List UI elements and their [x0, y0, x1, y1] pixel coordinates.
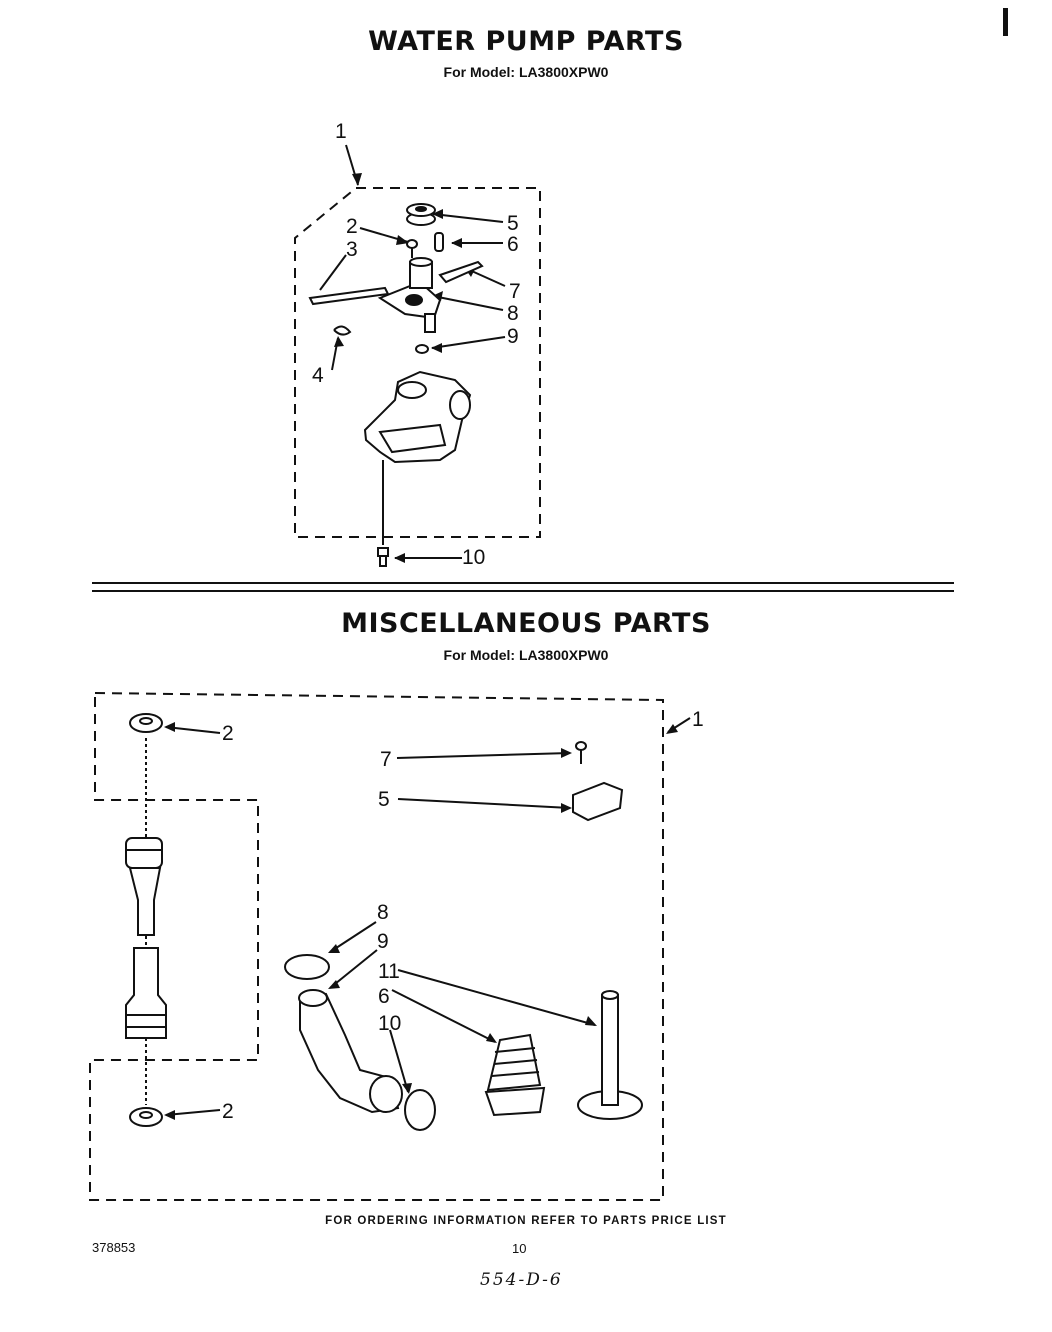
- hose-part-9: [298, 989, 403, 1114]
- misc-callout-8: 8: [377, 901, 389, 924]
- callout-7: 7: [509, 280, 521, 303]
- clip-part-4: [333, 325, 352, 336]
- washer-part-2-top: [129, 713, 163, 733]
- section-divider-second: [92, 590, 954, 592]
- water-pump-enclosure: [294, 187, 541, 538]
- callout-6: 6: [507, 233, 519, 256]
- bracket-part-5: [572, 781, 624, 822]
- arm-part-3: [308, 286, 390, 306]
- bracket-part-8: [377, 257, 442, 333]
- callout-3: 3: [346, 238, 358, 261]
- misc-callout-7: 7: [380, 748, 392, 771]
- page-number: 10: [512, 1241, 527, 1256]
- fitting-part-6: [484, 1033, 546, 1117]
- callout-8: 8: [507, 302, 519, 325]
- misc-diagram: 1 2 2 5 6 7 8 9 10 11: [89, 691, 704, 1201]
- screw-part-7: [575, 741, 587, 764]
- washer-part-2-bottom: [129, 1107, 163, 1127]
- corner-mark: [1003, 8, 1008, 36]
- callout-5: 5: [507, 212, 519, 235]
- misc-callout-6: 6: [378, 985, 390, 1008]
- misc-subtitle: For Model: LA3800XPW0: [443, 647, 609, 663]
- misc-enclosure: [89, 691, 664, 1201]
- strap-part-7: [438, 260, 484, 284]
- pulley-part-5: [406, 203, 436, 226]
- section-divider: [92, 582, 954, 584]
- stand-part-11: [577, 990, 643, 1120]
- screw-part-10: [377, 547, 389, 567]
- water-pump-subtitle: For Model: LA3800XPW0: [443, 64, 609, 80]
- callout-10: 10: [462, 546, 485, 569]
- misc-callout-2-bottom: 2: [222, 1100, 234, 1123]
- clamp-part-10: [404, 1089, 436, 1131]
- callout-2: 2: [346, 215, 358, 238]
- pin-part-6: [434, 232, 444, 252]
- doc-number: 378853: [92, 1240, 136, 1255]
- pump-housing: [363, 370, 472, 464]
- water-pump-title: WATER PUMP PARTS: [368, 26, 684, 57]
- misc-callout-10: 10: [378, 1012, 401, 1035]
- misc-callout-11: 11: [378, 960, 400, 983]
- callout-9: 9: [507, 325, 519, 348]
- bolt-part-2: [406, 239, 418, 258]
- ordering-note: FOR ORDERING INFORMATION REFER TO PARTS …: [325, 1215, 727, 1227]
- water-pump-diagram: 1 2 3 4 5 6 7 8 9 10: [294, 120, 541, 569]
- misc-callout-2-top: 2: [222, 722, 234, 745]
- misc-title: MISCELLANEOUS PARTS: [341, 608, 711, 639]
- misc-callout-1: 1: [692, 708, 704, 731]
- callout-4: 4: [312, 364, 324, 387]
- coupling-shaft: [125, 837, 167, 1039]
- handwritten-code: 554-D-6: [480, 1270, 563, 1290]
- misc-callout-9: 9: [377, 930, 389, 953]
- clamp-part-8: [284, 954, 330, 980]
- misc-callout-5: 5: [378, 788, 390, 811]
- callout-1: 1: [335, 120, 347, 143]
- seal-part-9: [415, 344, 429, 354]
